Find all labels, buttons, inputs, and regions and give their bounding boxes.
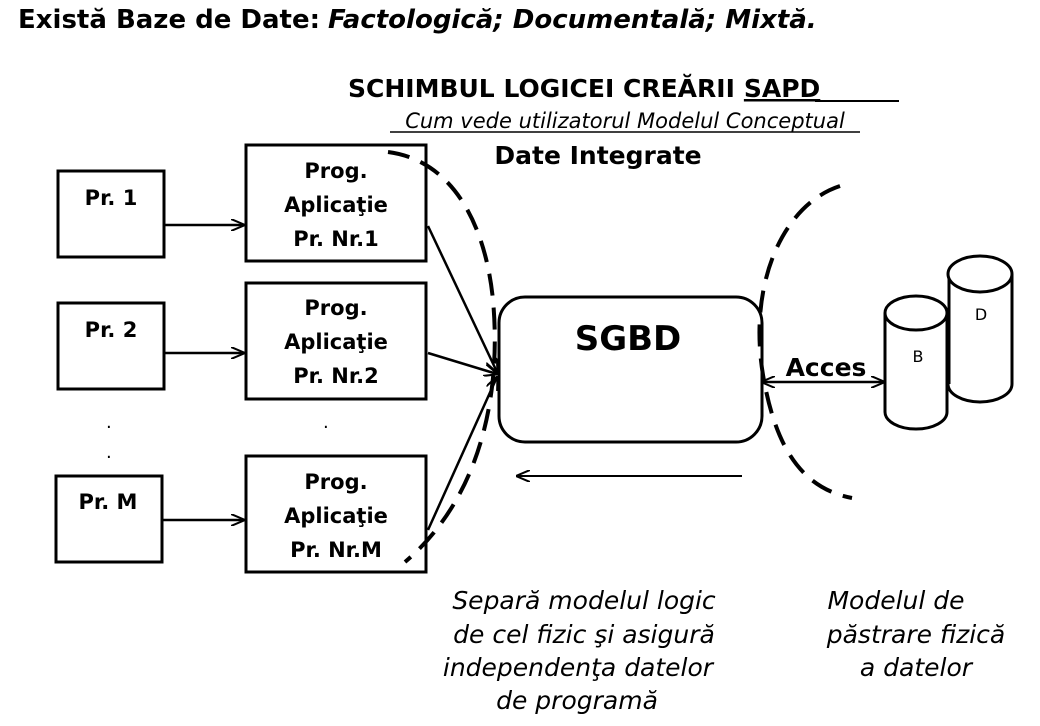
ellipsis-dot-middle: .: [323, 412, 329, 433]
program-box-2: Pr. 2: [56, 301, 166, 391]
caption-right: Modelul de păstrare fizică a datelor: [826, 586, 1006, 682]
header-types: Factologică; Documentală; Mixtă.: [328, 5, 817, 35]
caption-left-line-2: de cel fizic şi asigură: [453, 620, 715, 649]
header-prefix: Există Baze de Date:: [18, 5, 320, 35]
program-label-1: Pr. 1: [85, 186, 138, 210]
ellipsis-dot-left-1: .: [106, 412, 112, 433]
title-main: SCHIMBUL LOGICEI CREĂRII: [348, 73, 735, 103]
app-program-box-m: Prog. Aplicaţie Pr. Nr.M: [244, 454, 428, 574]
program-label-m: Pr. M: [79, 490, 138, 514]
app-label-m-line-3: Pr. Nr.M: [290, 538, 382, 562]
app-program-box-1: Prog. Aplicaţie Pr. Nr.1: [244, 143, 428, 263]
app-label-1-line-3: Pr. Nr.1: [293, 227, 379, 251]
storage-label-b: B: [913, 347, 924, 366]
app-label-1-line-1: Prog.: [304, 159, 367, 183]
arrow-app1-to-sgbd: [426, 225, 497, 372]
ellipsis-dot-left-2: .: [106, 442, 112, 463]
subtitle: Cum vede utilizatorul Modelul Conceptual: [405, 109, 845, 133]
caption-left-line-3: independenţa datelor: [443, 653, 715, 682]
sgbd-label: SGBD: [575, 319, 682, 359]
app-label-2-line-3: Pr. Nr.2: [293, 364, 379, 388]
title-acronym: SAPD: [744, 74, 820, 103]
sgbd-box: SGBD: [497, 295, 764, 444]
caption-left-line-1: Separă modelul logic: [452, 586, 716, 615]
right-dashed-boundary: [757, 184, 853, 500]
app-program-box-2: Prog. Aplicaţie Pr. Nr.2: [244, 281, 428, 401]
left-dashed-boundary: [387, 150, 497, 564]
caption-right-line-3: a datelor: [860, 653, 974, 682]
arrow-app2-to-sgbd: [427, 351, 497, 374]
caption-right-line-2: păstrare fizică: [826, 620, 1006, 649]
app-label-m-line-2: Aplicaţie: [284, 504, 388, 528]
storage-cylinder-d: D: [946, 254, 1014, 404]
app-label-1-line-2: Aplicaţie: [284, 193, 388, 217]
storage-cylinder-b: B: [883, 294, 949, 431]
diagram-title: SCHIMBUL LOGICEI CREĂRII SAPD: [348, 73, 820, 103]
program-label-2: Pr. 2: [85, 318, 138, 342]
caption-left: Separă modelul logic de cel fizic şi asi…: [443, 586, 716, 715]
header-line: Există Baze de Date: Factologică; Documen…: [18, 5, 817, 35]
caption-right-line-1: Modelul de: [827, 586, 964, 615]
caption-left-line-4: de programă: [496, 686, 658, 715]
arrow-appm-to-sgbd: [426, 377, 497, 531]
app-label-2-line-2: Aplicaţie: [284, 330, 388, 354]
access-label: Acces: [786, 353, 867, 382]
integrated-data-label: Date Integrate: [494, 141, 701, 170]
program-box-1: Pr. 1: [56, 169, 166, 259]
app-label-m-line-1: Prog.: [304, 470, 367, 494]
program-box-m: Pr. M: [54, 474, 164, 564]
app-label-2-line-1: Prog.: [304, 296, 367, 320]
storage-label-d: D: [975, 305, 987, 324]
